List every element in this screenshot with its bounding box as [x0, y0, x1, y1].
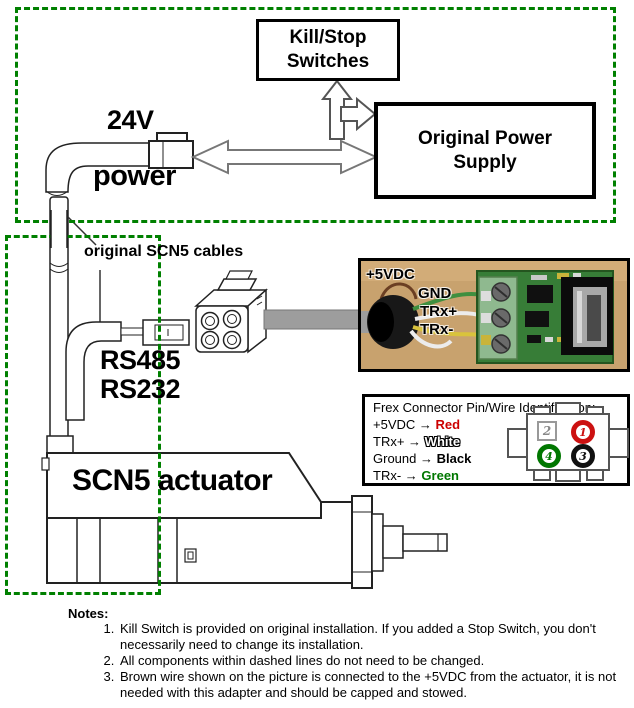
dashed-region-original-power [15, 7, 616, 223]
note-item-1: Kill Switch is provided on original inst… [118, 621, 628, 653]
frex-row-5vdc: +5VDC → Red [373, 417, 460, 432]
label-rs485: RS485 [100, 345, 181, 375]
label-rs232: RS232 [100, 374, 181, 404]
frex-signal: TRx- [373, 468, 402, 483]
frex-row-ground: Ground → Black [373, 451, 471, 466]
kill-stop-arrow [320, 79, 354, 140]
dashed-region-original-cables [5, 235, 161, 595]
supply-branch-arrow [340, 96, 377, 132]
frex-signal: TRx+ [373, 434, 405, 449]
kill-stop-switches-box: Kill/Stop Switches [256, 19, 400, 81]
frex-row-trx-minus: TRx- → Green [373, 468, 459, 483]
cable-break-mark [49, 262, 69, 273]
label-original-scn5-cables: original SCN5 cables [84, 243, 244, 260]
power-connector [148, 140, 194, 169]
arrow-icon: → [420, 451, 433, 466]
rs485-connector-inner [154, 324, 184, 341]
label-scn5-actuator: SCN5 actuator [72, 464, 273, 497]
frex-wire-color: Red [435, 417, 461, 432]
power-cable-tip [45, 190, 69, 196]
notes-heading: Notes: [68, 606, 109, 621]
adapter-photo-art [361, 261, 627, 369]
photo-label-trx-plus: TRx+ [420, 303, 458, 320]
notes-list: Kill Switch is provided on original inst… [88, 621, 628, 701]
note-item-3: Brown wire shown on the picture is conne… [118, 669, 628, 701]
rs485-cable-elbow [65, 321, 122, 421]
arrow-icon: → [418, 417, 432, 432]
photo-label-gnd: GND [418, 285, 452, 302]
photo-label-trx-minus: TRx- [420, 321, 454, 338]
pin-3: 3 [571, 444, 595, 468]
photo-label-5vdc: +5VDC [366, 266, 415, 283]
frex-wire-color: Green [421, 468, 459, 483]
original-power-supply-box: Original Power Supply [374, 102, 596, 199]
adapter-cable [263, 309, 362, 330]
pin-4: 4 [537, 444, 561, 468]
kill-stop-line2: Switches [286, 51, 370, 72]
power-supply-line1: Original Power [417, 127, 553, 149]
note-item-2: All components within dashed lines do no… [118, 653, 628, 669]
frex-signal: Ground [373, 451, 417, 466]
pin-diagram-right-wing [608, 428, 629, 458]
adapter-photo [358, 258, 630, 372]
label-24v: 24V [107, 105, 154, 135]
arrow-icon: → [404, 468, 418, 483]
kill-stop-line1: Kill/Stop [289, 27, 367, 48]
actuator-drawing [41, 435, 448, 589]
arrow-icon: → [408, 434, 422, 449]
frex-wire-color: Black [436, 451, 472, 466]
power-supply-line2: Supply [453, 151, 517, 173]
pin-diagram-left-wing [507, 428, 528, 458]
molex-connector [194, 270, 268, 354]
pin-1: 1 [571, 420, 595, 444]
pin-2: 2 [537, 421, 557, 441]
frex-row-trx-plus: TRx+ → White [373, 434, 460, 449]
frex-wire-color: White [424, 434, 461, 449]
label-power: power [93, 160, 176, 192]
frex-signal: +5VDC [373, 417, 416, 432]
cable-over-dash-patch [50, 210, 68, 248]
